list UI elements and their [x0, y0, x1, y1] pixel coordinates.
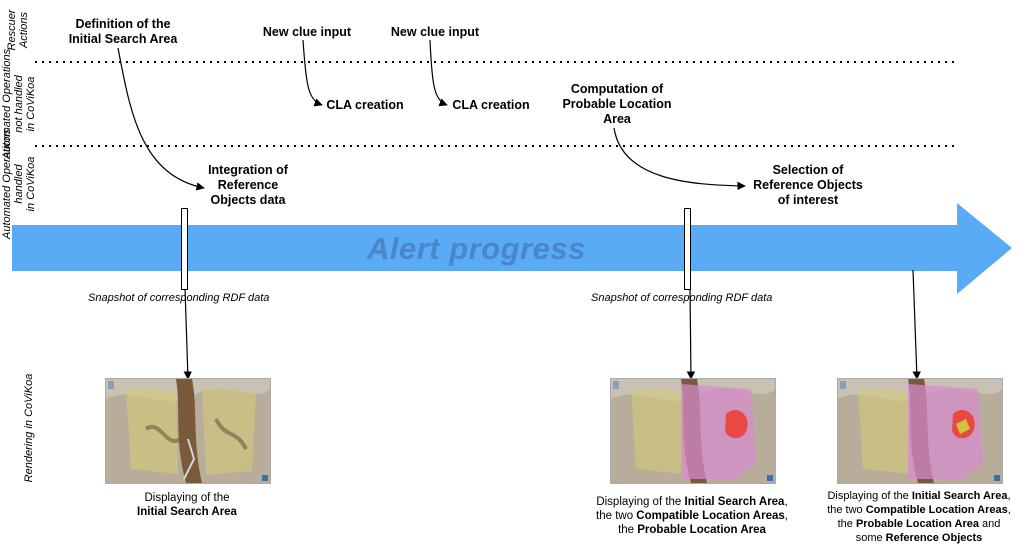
step-new-clue-1: New clue input	[262, 25, 352, 39]
map-thumbnail-cla-pla-ro	[837, 378, 1003, 484]
snapshot-marker-right	[684, 208, 691, 290]
step-computation-pla: Computation of Probable Location Area	[562, 82, 672, 126]
caption-text: ,	[784, 496, 788, 508]
caption-bold: Initial Search Area	[137, 506, 237, 518]
caption-text: ,	[1007, 504, 1011, 516]
caption-bold: Compatible Location Areas	[865, 504, 1008, 516]
step-cla-1: CLA creation	[326, 98, 404, 112]
caption-text: Displaying of the	[144, 492, 230, 504]
caption-text: the	[618, 524, 638, 536]
caption-text: Displaying of the	[827, 490, 912, 502]
arrow-progress-to-map3	[912, 269, 921, 380]
progress-label: Alert progress	[367, 231, 586, 266]
caption-text: the	[837, 518, 856, 530]
snapshot-note-right: Snapshot of corresponding RDF data	[591, 292, 773, 304]
caption-map-cla-pla: Displaying of the Initial Search Area, t…	[580, 495, 804, 537]
step-selection-ro: Selection of Reference Objects of intere…	[753, 163, 863, 207]
caption-bold: Probable Location Area	[855, 518, 979, 530]
snapshot-note-left: Snapshot of corresponding RDF data	[88, 292, 270, 304]
lane-label-rendering: Rendering in CoViKoa	[23, 373, 35, 483]
caption-bold: Compatible Location Areas	[636, 510, 785, 522]
terrain-map	[106, 379, 270, 483]
caption-text: and	[979, 518, 1001, 530]
step-new-clue-2: New clue input	[390, 25, 480, 39]
map-thumbnail-cla-pla	[610, 378, 776, 484]
arrow-pla-to-selection	[613, 127, 746, 191]
caption-text: ,	[784, 510, 788, 522]
caption-bold: Initial Search Area	[684, 496, 785, 508]
step-cla-2: CLA creation	[452, 98, 530, 112]
caption-bold: Reference Objects	[885, 532, 983, 544]
caption-text: ,	[1007, 490, 1011, 502]
caption-map-cla-pla-ro: Displaying of the Initial Search Area, t…	[806, 489, 1027, 545]
map-thumbnail-isa	[105, 378, 271, 484]
arrow-clue2-to-cla	[429, 39, 448, 107]
caption-text: some	[855, 532, 886, 544]
caption-bold: Initial Search Area	[911, 490, 1008, 502]
terrain-map	[611, 379, 775, 483]
caption-text: Displaying of the	[596, 496, 685, 508]
caption-map-isa: Displaying of the Initial Search Area	[105, 491, 269, 519]
terrain-map	[838, 379, 1002, 483]
step-definition-isa: Definition of the Initial Search Area	[68, 17, 178, 46]
arrow-clue1-to-cla	[302, 39, 323, 107]
caption-bold: Probable Location Area	[637, 524, 766, 536]
snapshot-marker-left	[181, 208, 188, 290]
lane-label-handled: Automated Operations handled in CoViKoa	[1, 128, 37, 239]
caption-text: the two	[596, 510, 637, 522]
step-integration-ro: Integration of Reference Objects data	[208, 163, 288, 207]
caption-text: the two	[827, 504, 866, 516]
